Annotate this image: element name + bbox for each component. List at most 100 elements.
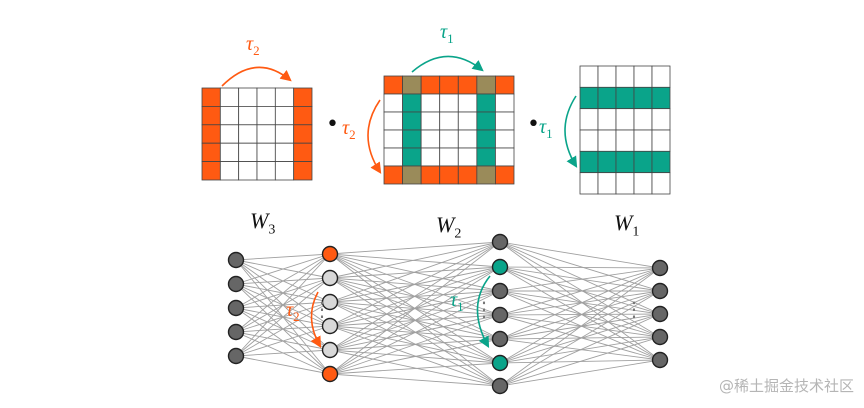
w1-cell [651, 172, 671, 195]
w3-cell [201, 161, 221, 181]
w2-cell [457, 93, 478, 113]
w2-cell [402, 165, 422, 185]
network-edge [329, 241, 501, 351]
w1-cell [597, 65, 617, 88]
w2-cell [383, 147, 403, 167]
network-edge [499, 266, 661, 338]
tau1-side-arrow [564, 95, 578, 168]
tau2-top-label: τ2 [246, 33, 260, 58]
w3-cell [219, 87, 240, 107]
w1-cell [615, 65, 635, 88]
w3-cell [256, 142, 276, 162]
network-node-dark [491, 233, 509, 251]
network-edge [329, 290, 501, 375]
w2-cell [402, 147, 422, 167]
w1-cell [615, 150, 635, 174]
tau1-top-label: τ1 [440, 21, 454, 46]
network-edge [499, 313, 661, 387]
ellipsis-layer3: ⋮ [474, 297, 494, 321]
w3-cell [293, 124, 313, 144]
w3-cell [256, 124, 276, 144]
network-edge [499, 290, 661, 316]
w3-cell [274, 124, 295, 144]
network-node-light [321, 269, 339, 287]
w1-cell [633, 150, 653, 174]
network-edge [235, 253, 331, 261]
w2-cell [439, 147, 459, 167]
tau2-top-arrow [221, 66, 292, 87]
network-node-orange [321, 365, 339, 383]
w1-cell [579, 172, 599, 195]
matrix-w3 [201, 87, 313, 181]
w2-cell [420, 147, 441, 167]
w1-cell [633, 108, 653, 131]
network-node-dark [491, 330, 509, 348]
w2-cell [457, 75, 478, 95]
network-node-dark [227, 323, 245, 341]
w2-cell [402, 129, 422, 149]
network-edge [329, 241, 501, 303]
matrix-w1 [579, 65, 671, 195]
w2-cell [495, 93, 515, 113]
w2-cell [476, 75, 496, 95]
w1-cell [651, 65, 671, 88]
w3-cell [238, 161, 258, 181]
w3-cell [219, 124, 240, 144]
w1-cell [579, 150, 599, 174]
network-edge [499, 267, 661, 387]
w3-cell [238, 106, 258, 126]
network-node-dark [491, 282, 509, 300]
w1-cell [615, 172, 635, 195]
network-edge [499, 241, 661, 269]
w1-cell [597, 129, 617, 152]
network-edge [329, 266, 501, 279]
w1-cell [597, 172, 617, 195]
w3-cell [293, 87, 313, 107]
network-node-dark [227, 299, 245, 317]
w3-cell [201, 87, 221, 107]
matrix-w2 [383, 75, 515, 185]
w2-cell [457, 111, 478, 131]
tau1-network-label: τ1 [450, 289, 464, 314]
ellipsis-layer4: ⋮ [624, 297, 644, 321]
tau2-side-arrow [367, 99, 382, 174]
w1-cell [579, 86, 599, 110]
w2-cell [495, 165, 515, 185]
w3-cell [201, 106, 221, 126]
network-edge [499, 266, 661, 315]
network-edge [329, 241, 501, 327]
w1-cell [597, 86, 617, 110]
network-edge [499, 267, 661, 292]
w2-cell [402, 111, 422, 131]
w2-cell [420, 165, 441, 185]
tau2-network-label: τ2 [286, 299, 300, 324]
network-edge [235, 277, 331, 357]
network-edge [329, 349, 501, 387]
w1-cell [615, 86, 635, 110]
network-node-dark [227, 347, 245, 365]
w1-cell [651, 150, 671, 174]
w3-cell [293, 142, 313, 162]
network-edge [329, 362, 501, 375]
network-edge [499, 313, 661, 316]
w2-cell [495, 129, 515, 149]
network-node-dark [227, 251, 245, 269]
network-node-light [321, 341, 339, 359]
network-edge [235, 253, 331, 309]
w2-cell [383, 129, 403, 149]
w3-cell [293, 161, 313, 181]
w3-cell [274, 142, 295, 162]
network-edge [235, 349, 331, 357]
w2-cell [420, 75, 441, 95]
w2-cell [383, 165, 403, 185]
network-edge [499, 241, 661, 315]
w2-cell [457, 165, 478, 185]
network-node-dark [651, 305, 669, 323]
network-edge [499, 267, 661, 340]
w2-cell [439, 75, 459, 95]
dot-operator-left: • [326, 112, 339, 137]
w1-cell [579, 65, 599, 88]
network-edge [499, 338, 661, 361]
